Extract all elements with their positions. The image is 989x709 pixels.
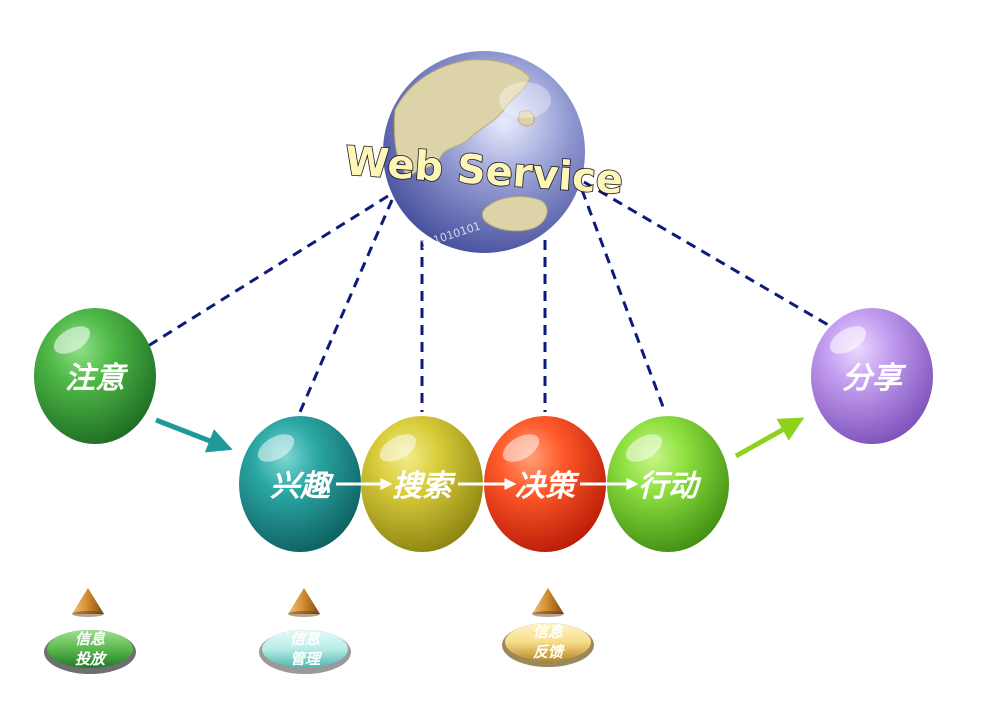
arrow-attention-to-interest [155,417,233,453]
tag-info-management-line1: 信息 [290,630,321,648]
land-asia-shape [393,59,531,177]
tag-info-delivery-line1: 信息 [75,630,106,648]
connector-globe-interest [298,199,394,413]
tag-info-delivery-line2: 投放 [75,650,108,668]
node-attention-label: 注意 [65,361,129,396]
land-australia-shape [481,196,548,232]
tag-info-delivery: 信息 投放 [44,630,136,674]
node-action-label: 行动 [638,469,702,504]
tag-info-feedback: 信息 反馈 [502,623,594,667]
node-share-label: 分享 [842,361,907,396]
node-interest-label: 兴趣 [270,469,335,504]
pyramid-icon-delivery [72,588,104,617]
pyramid-icon-feedback [532,588,564,617]
tag-info-management: 信息 管理 [259,630,351,674]
tag-info-feedback-line1: 信息 [533,623,564,641]
web-service-globe: 0101010101 Web Service [343,51,625,253]
pyramid-icon-management [288,588,320,617]
node-search-label: 搜索 [392,469,456,504]
connector-lines [147,180,831,413]
tag-info-feedback-line2: 反馈 [533,643,565,661]
land-island-shape [517,110,535,127]
node-search: 搜索 [361,416,483,552]
connector-globe-share [583,180,831,328]
node-share: 分享 [811,308,933,444]
arrow-action-to-share [734,417,805,459]
node-attention: 注意 [34,308,156,444]
node-action: 行动 [607,416,729,552]
tag-info-management-line2: 管理 [290,650,323,668]
connector-globe-action [580,189,667,413]
node-interest: 兴趣 [239,416,361,552]
node-decision: 决策 [484,416,606,552]
connector-globe-attention [147,194,389,348]
node-decision-label: 决策 [515,469,580,504]
